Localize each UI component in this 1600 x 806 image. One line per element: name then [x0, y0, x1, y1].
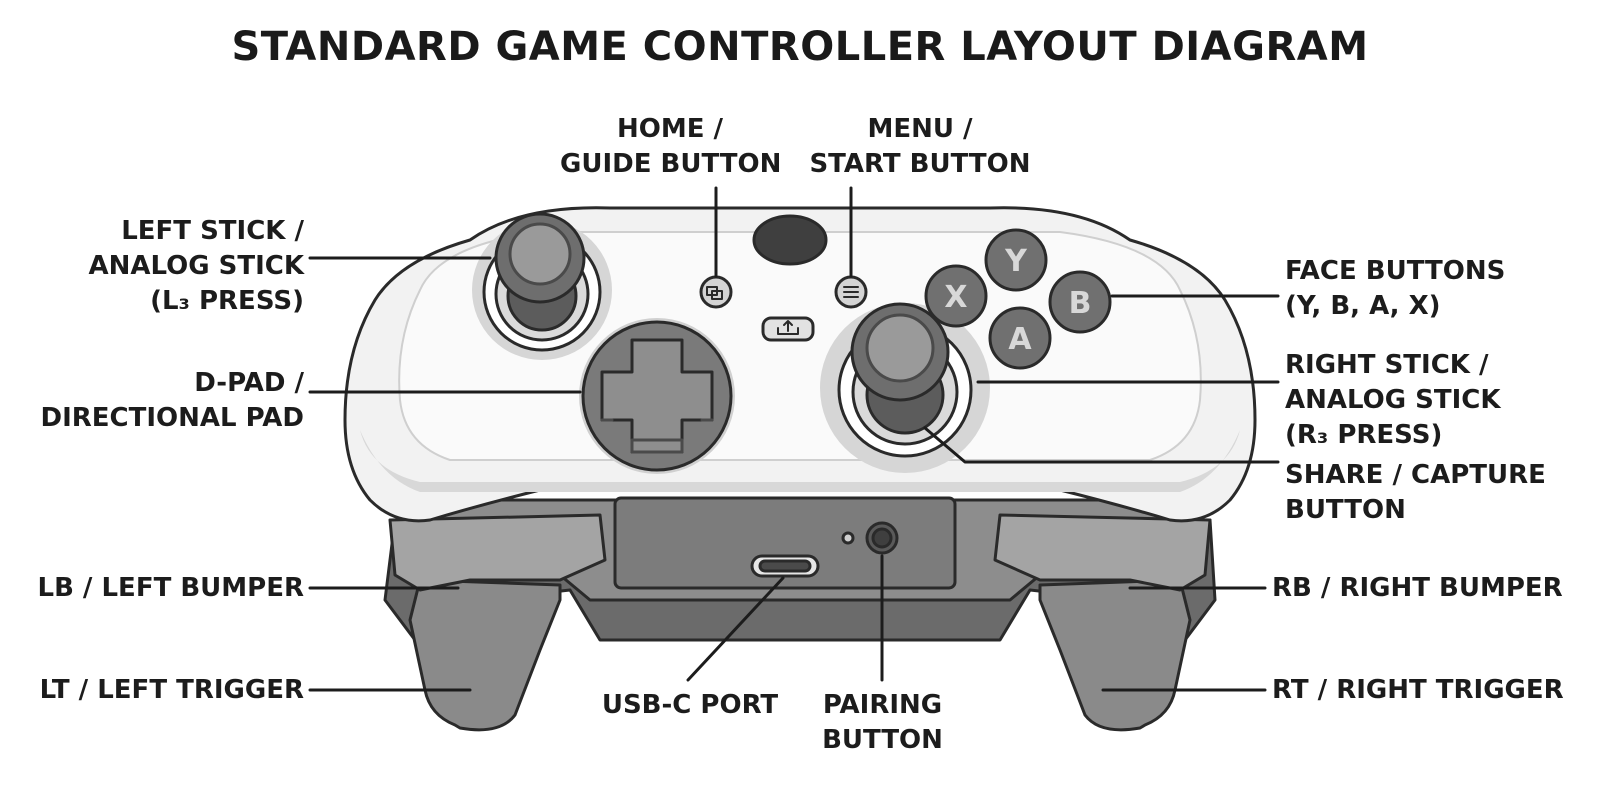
label-left-trigger: LT / LEFT TRIGGER: [39, 675, 304, 705]
face-button-a: [988, 306, 1052, 370]
label-face-buttons: FACE BUTTONS(Y, B, A, X): [1285, 256, 1506, 321]
port-block: [613, 496, 957, 590]
label-menu-start: MENU /START BUTTON: [809, 114, 1031, 179]
pairing-led: [841, 531, 855, 545]
leader-usb: [686, 576, 785, 682]
label-usb-c-port: USB-C PORT: [601, 690, 779, 720]
label-dpad: D-PAD /DIRECTIONAL PAD: [40, 368, 304, 433]
label-right-trigger: RT / RIGHT TRIGGER: [1272, 675, 1564, 705]
face-button-y: [984, 228, 1048, 292]
label-home-guide: HOME /GUIDE BUTTON: [560, 114, 782, 179]
leader-share: [923, 426, 1280, 464]
right-trigger: [1038, 578, 1192, 732]
face-button-x: [924, 264, 988, 328]
right-bumper: [993, 513, 1212, 592]
left-bumper: [388, 513, 607, 592]
face-button-b-label: B: [1069, 286, 1092, 321]
face-button-x-label: X: [944, 280, 967, 315]
label-right-bumper: RB / RIGHT BUMPER: [1272, 573, 1563, 603]
label-left-bumper: LB / LEFT BUMPER: [37, 573, 305, 603]
face-button-b: [1048, 270, 1112, 334]
body-shade: [360, 430, 1240, 492]
face-button-y-label: Y: [1004, 244, 1028, 279]
diagram-title: STANDARD GAME CONTROLLER LAYOUT DIAGRAM: [231, 24, 1369, 70]
left-trigger: [408, 578, 562, 732]
home-button: [752, 214, 828, 266]
label-right-stick: RIGHT STICK /ANALOG STICK(R₃ PRESS): [1285, 350, 1501, 450]
face-button-a-label: A: [1008, 322, 1032, 357]
label-left-stick: LEFT STICK /ANALOG STICK(L₃ PRESS): [88, 216, 304, 316]
